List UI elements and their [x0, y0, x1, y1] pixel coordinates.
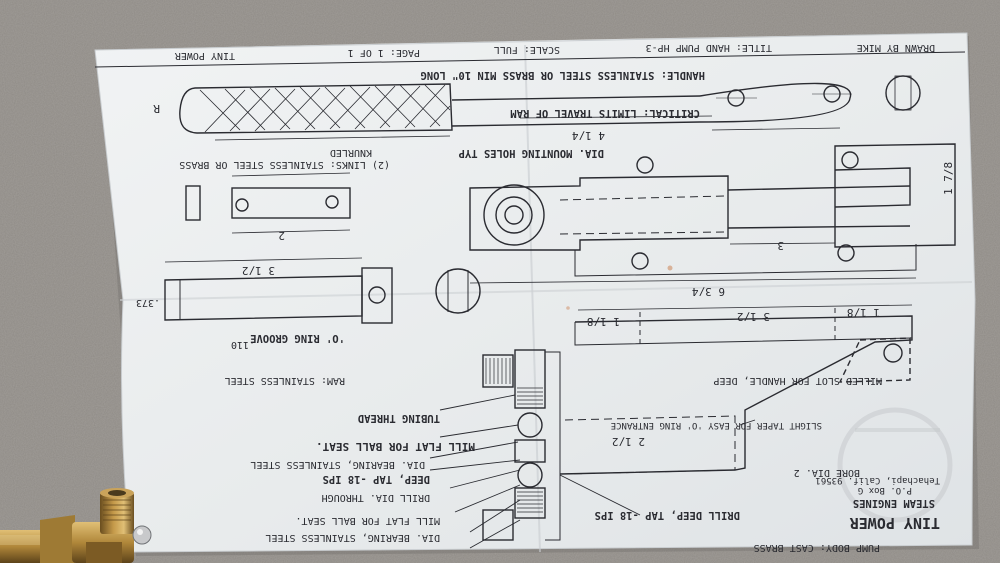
ram-spec: RAM: STAINLESS STEEL	[225, 375, 345, 386]
mounting-holes-label: DIA. MOUNTING HOLES TYP	[459, 147, 604, 159]
title-drawn-by: DRAWN BY MIKE	[857, 42, 935, 53]
title-page: PAGE: 1 OF 1	[348, 47, 420, 58]
dim-ram-len: 3 1/2	[242, 264, 275, 277]
company-tagline: STEAM ENGINES	[853, 497, 935, 509]
r-label: R	[153, 102, 160, 115]
blueprint-paper	[94, 32, 976, 553]
mill-flat-label-2: MILL FLAT FOR BALL SEAT.	[296, 515, 441, 526]
handle-spec: HANDLE: STAINLESS STEEL OR BRASS MIN 10"…	[421, 69, 705, 81]
dim-ram-dia: .373	[136, 297, 160, 308]
drill-tap-label: DEEP, TAP -18 IPS	[323, 473, 430, 485]
body-material: PUMP BODY: CAST BRASS	[754, 542, 880, 553]
critical-note: CRITICAL: LIMITS TRAVEL OF RAM	[510, 107, 700, 119]
fold-line-vertical	[524, 44, 541, 553]
dim-e-len: 3	[777, 239, 784, 252]
rust-spot	[667, 265, 673, 271]
company-city: Tehachapi, Calif. 93561	[815, 475, 940, 485]
title-brand: TINY POWER	[174, 50, 235, 61]
o-ring-groove-label: 'O' RING GROOVE	[250, 332, 345, 344]
bore-note: BORE DIA. 2	[794, 467, 860, 478]
dim-handle-len: 4 1/4	[572, 129, 605, 142]
dim-base-len: 6 3/4	[692, 285, 725, 298]
title-hp3: TITLE: HAND PUMP HP-3	[646, 42, 772, 53]
drill-through-label: DRILL DIA. THROUGH	[322, 492, 430, 503]
links-spec: (2) LINKS: STAINLESS STEEL OR BRASS	[179, 159, 390, 170]
bearing-ball-label: DIA. BEARING, STAINLESS STEEL	[250, 459, 425, 470]
rust-spot	[566, 306, 570, 310]
bearing-ball-label-2: DIA. BEARING, STAINLESS STEEL	[265, 532, 440, 543]
drawing-text: DRAWN BY MIKE TITLE: HAND PUMP HP-3 SCAL…	[136, 42, 955, 553]
dim-link-len: 2	[278, 229, 285, 242]
fold-line-horizontal	[119, 281, 973, 301]
dim-mid: 3 1/2	[737, 310, 770, 323]
company-pobox: P.O. Box G	[858, 485, 912, 495]
dim-right: 1 1/8	[847, 306, 880, 319]
brass-fitting	[0, 488, 152, 563]
knurled-label: KNURLED	[330, 147, 372, 158]
groove-dim: .110	[231, 339, 255, 350]
drill-bottom-note: DRILL DEEP, TAP -18 IPS	[595, 509, 740, 521]
dim-right-total: 1 7/8	[942, 162, 955, 195]
drawing-ink	[94, 51, 966, 549]
slot-note: MILLED SLOT FOR HANDLE, DEEP	[713, 375, 882, 386]
dim-body-width: 2 1/2	[612, 435, 645, 448]
dim-top: 1 1/8	[587, 315, 620, 328]
mill-flat-label: MILL FLAT FOR BALL SEAT.	[316, 440, 475, 453]
tubing-thread: TUBING THREAD	[358, 412, 440, 424]
company-name: TINY POWER	[849, 514, 940, 532]
taper-note: SLIGHT TAPER FOR EASY 'O' RING ENTRANCE	[611, 420, 822, 430]
title-scale: SCALE: FULL	[494, 44, 560, 55]
